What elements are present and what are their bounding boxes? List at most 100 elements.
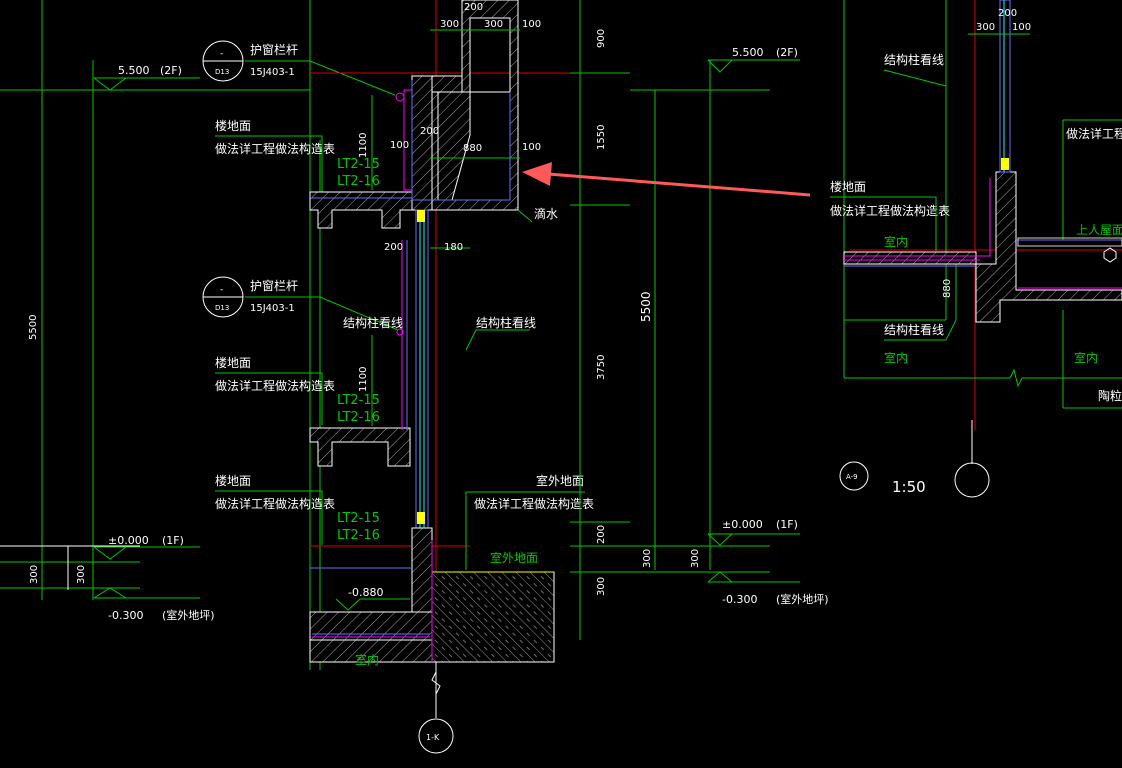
elevation-marker-1f-right (707, 533, 800, 583)
right-skin-lines (844, 178, 1122, 289)
lt-15-c: LT2-15 (337, 511, 380, 526)
floor-note-1: 做法详工程做法构造表 (215, 141, 335, 156)
floor-label-1: 楼地面 (215, 118, 251, 133)
dim-300-right: 300 (976, 22, 995, 33)
floor-label-2: 楼地面 (215, 355, 251, 370)
window-head-hatch (437, 91, 471, 201)
indoor-label-right-a: 室内 (884, 234, 908, 249)
roof-access-label: 上人屋面 (1076, 223, 1122, 237)
elev-outdoor-right: -0.300 (722, 593, 757, 606)
elevation-marker-1f-left (93, 546, 200, 599)
detail-circle-2-bottom: D13 (215, 304, 229, 312)
floor-note-right: 做法详工程做法构造表 (830, 203, 950, 218)
axis-a9-label: A-9 (846, 473, 858, 481)
elev-1f-right: ±0.000 (722, 518, 763, 531)
slab-2f (309, 191, 413, 229)
basement-elev: -0.880 (348, 586, 383, 599)
detail-circle-1-top: - (220, 49, 223, 59)
right-break-line (1009, 368, 1023, 388)
struct-col-label-1: 结构柱看线 (343, 315, 403, 330)
right-roof-membrane (1017, 237, 1122, 247)
dim-5500-mid: 5500 (639, 291, 653, 322)
skin-lines (310, 80, 511, 662)
axis-1k-label: 1-K (426, 733, 440, 742)
drip-label: 滴水 (534, 206, 558, 221)
axis-a9-circle (839, 461, 869, 491)
drip-leader (517, 209, 533, 223)
scale-label: 1:50 (892, 478, 926, 496)
left-dimension-lines (0, 0, 321, 670)
dim-180-lower: 180 (444, 242, 463, 253)
lt-15-a: LT2-15 (337, 157, 380, 172)
floor-label-3: 楼地面 (215, 473, 251, 488)
elev-1f-right-floor: (1F) (776, 518, 798, 531)
struct-col-leader-right-mid (884, 319, 957, 341)
lt-15-b: LT2-15 (337, 393, 380, 408)
axis-right-circle (954, 462, 990, 498)
detail-circle-2 (202, 276, 244, 318)
floor-leader-1 (215, 135, 323, 192)
dim-300-mid-b: 300 (642, 549, 653, 568)
dim-300-mid-chain: 300 (596, 577, 607, 596)
dim-200-top: 200 (464, 2, 483, 13)
lt-labels: LT2-15 LT2-16 LT2-15 LT2-16 LT2-15 LT2-1… (337, 157, 380, 543)
dim-200-mid-chain: 200 (596, 525, 607, 544)
dim-900: 900 (596, 29, 607, 48)
floor-note-3: 做法详工程做法构造表 (215, 496, 335, 511)
dim-300-left-b: 300 (76, 565, 87, 584)
detail-circle-1-bottom: D13 (215, 68, 229, 76)
dim-100-mid-left: 100 (390, 140, 409, 151)
right-frame-lines (843, 0, 1122, 409)
dim-1100-b: 1100 (358, 367, 369, 392)
floor-leader-2 (215, 372, 323, 425)
elev-1f-left-floor: (1F) (162, 534, 184, 547)
dim-300-left-a: 300 (29, 565, 40, 584)
elev-outdoor-left: -0.300 (108, 609, 143, 622)
right-window-mullion (999, 0, 1011, 173)
outdoor-ground-label: 室外地面 (536, 473, 584, 488)
dim-100-right: 100 (1012, 22, 1031, 33)
indoor-label-left: 室内 (355, 652, 379, 667)
dim-1550: 1550 (596, 125, 607, 150)
dim-200-right: 200 (998, 8, 1017, 19)
lt-16-a: LT2-16 (337, 174, 380, 189)
elevation-marker-2f-left (93, 77, 200, 91)
floor-leader-right (830, 196, 937, 252)
method-partial-label: 做法详工程 (1066, 126, 1122, 141)
basement-elev-marker (335, 598, 410, 611)
dim-3750: 3750 (596, 355, 607, 380)
slab-mid (309, 427, 411, 467)
elev-2f-right-floor: (2F) (776, 46, 798, 59)
floor-label-right: 楼地面 (830, 179, 866, 194)
dims-top (430, 29, 520, 249)
floor-note-2: 做法详工程做法构造表 (215, 378, 335, 393)
indoor-label-right-c: 室内 (1074, 350, 1098, 365)
guard-rail-leader-1 (245, 60, 396, 96)
detail-circle-1 (202, 40, 244, 82)
foundation-slab (309, 611, 433, 641)
dim-1100-a: 1100 (358, 133, 369, 158)
left-white-lines (0, 545, 140, 590)
elev-outdoor-left-note: (室外地坪) (162, 608, 215, 622)
outdoor-ground-leader (465, 491, 585, 570)
dim-300-mid-c: 300 (690, 549, 701, 568)
axis-1k-circle (418, 718, 454, 754)
lt-16-b: LT2-16 (337, 410, 380, 425)
annotation-arrow (522, 162, 811, 197)
right-column-section (975, 171, 1122, 323)
upper-col (411, 75, 433, 211)
dim-200-lower: 200 (384, 242, 403, 253)
dim-5500-left: 5500 (28, 315, 39, 340)
struct-col-label-right-mid: 结构柱看线 (884, 322, 944, 337)
dim-300-top: 300 (440, 19, 459, 30)
dim-200-mid: 200 (420, 126, 439, 137)
guard-rail-label-1: 护窗栏杆 (250, 42, 298, 57)
struct-col-label-right-top: 结构柱看线 (884, 52, 944, 67)
elev-2f-right: 5.500 (732, 46, 764, 59)
detail-circle-2-top: - (220, 285, 223, 295)
dim-300-top-b: 300 (484, 19, 503, 30)
elev-1f-left: ±0.000 (108, 534, 149, 547)
guard-rail-leader-2 (245, 296, 399, 331)
guard-rail-ref-1: 15J403-1 (250, 67, 295, 78)
